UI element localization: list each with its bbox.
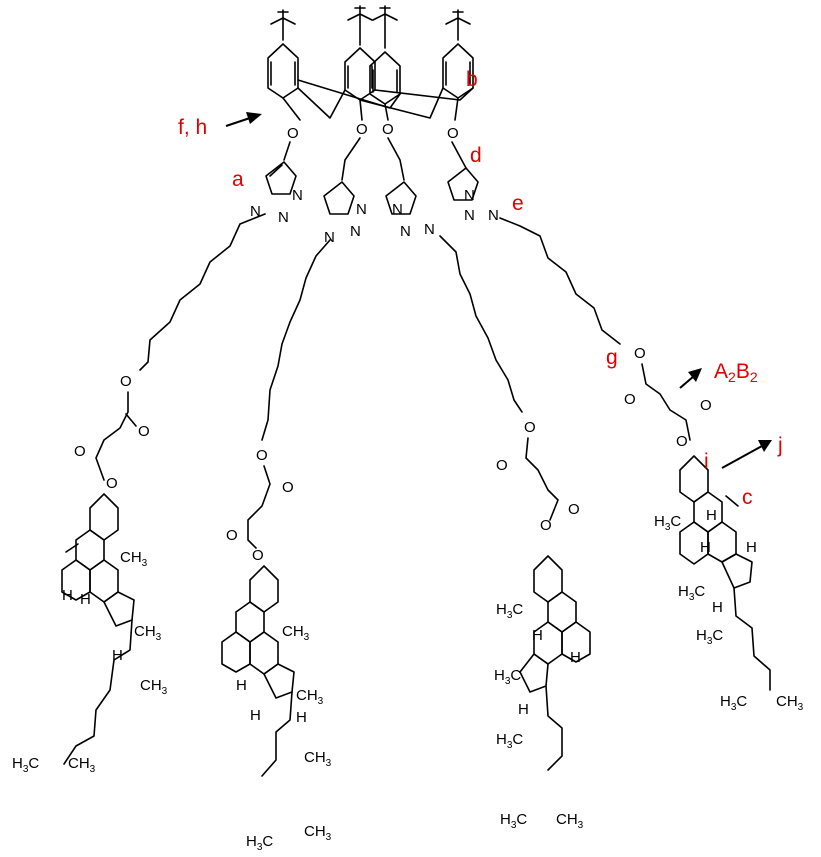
label-c: c [742, 486, 753, 509]
steroid-1-ch3-b: CH3 [134, 623, 162, 643]
ester-o-3a: O [524, 419, 536, 436]
ester-o-3c: O [568, 501, 580, 518]
ester-o-2c: O [226, 527, 238, 544]
arrow-j-head [758, 440, 772, 452]
steroid-3 [519, 555, 591, 771]
triazole-n-a3: N [250, 203, 261, 220]
ether-oxygen-3: O [382, 121, 394, 138]
ester-o-3b: O [496, 457, 508, 474]
steroid-1-h-b: H [80, 591, 91, 608]
steroid-3-h-a: H [532, 627, 543, 644]
triazole-n-b2: N [350, 223, 361, 240]
steroid-2-h-c: H [296, 709, 307, 726]
ester-o-1b: O [138, 423, 150, 440]
ester-o-4d: O [676, 433, 688, 450]
steroid-1-h-a: H [62, 587, 73, 604]
ester-o-4b: O [624, 391, 636, 408]
ester-o-4a: O [634, 345, 646, 362]
steroid-4-h-b: H [700, 539, 711, 556]
triazole-n-d1: N [464, 187, 475, 204]
steroid-4-h-d: H [712, 599, 723, 616]
label-a2b2: A2B2 [714, 360, 758, 385]
triazole-n-d2: N [464, 207, 475, 224]
steroid-3-h3c-d: H3C [500, 811, 527, 831]
arrow-f-h-head [246, 112, 262, 124]
steroid-4-ch3-d: CH3 [776, 693, 804, 713]
annotation-arrows [225, 112, 772, 469]
ester-o-2b: O [282, 479, 294, 496]
arrow-a2b2 [679, 375, 695, 389]
steroid-3-h3c-b: H3C [494, 667, 521, 687]
steroid-1 [61, 493, 135, 765]
label-e: e [512, 192, 524, 215]
ester-o-3d: O [540, 517, 552, 534]
triazole-n-a2: N [278, 209, 289, 226]
steroid-2-ch3-a: CH3 [282, 623, 310, 643]
steroid-1-h-c: H [112, 647, 123, 664]
steroid-4-h3c-c: H3C [696, 627, 723, 647]
ether-oxygen-2: O [356, 121, 368, 138]
arrow-j [721, 445, 763, 469]
steroid-4-h-c: H [746, 539, 757, 556]
steroid-3-h-c: H [518, 701, 529, 718]
ether-oxygen-4: O [447, 125, 459, 142]
label-f-h: f, h [178, 116, 207, 139]
steroid-4-h-a: H [706, 507, 717, 524]
ester-o-4c: O [700, 397, 712, 414]
triazole-n-c1: N [392, 201, 403, 218]
triazole-rings: N N N N N N N N N N N N [250, 161, 499, 246]
triazole-n-b3: N [324, 229, 335, 246]
steroid-2-ch3-b: CH3 [296, 687, 324, 707]
triazole-n-c2: N [400, 223, 411, 240]
steroid-2-h3c: H3C [246, 833, 273, 853]
tert-butyl-groups [270, 5, 471, 49]
assignment-labels: f, h a b d e g A2B2 i c j [178, 68, 783, 509]
succinate-linkers: O O O O O O O O O O O O O O O O [74, 345, 712, 564]
label-b: b [466, 68, 478, 91]
steroid-4 [679, 455, 771, 691]
oxymethylene-links [283, 137, 467, 181]
steroid-2-h-b: H [250, 707, 261, 724]
triazole-n-a1: N [292, 187, 303, 204]
steroid-2-ch3-d: CH3 [304, 823, 332, 843]
label-i: i [704, 450, 709, 473]
label-d: d [470, 144, 482, 167]
arrow-f-h [225, 117, 251, 127]
label-a: a [232, 168, 244, 191]
triazole-n-c3: N [424, 221, 435, 238]
steroid-3-h-b: H [570, 649, 581, 666]
label-j: j [777, 434, 783, 457]
aromatic-rings [267, 43, 474, 105]
steroid-2-ch3-c: CH3 [304, 749, 332, 769]
steroid-3-h3c-c: H3C [496, 731, 523, 751]
steroid-1-ch3-a: CH3 [120, 549, 148, 569]
steroid-4-h3c-d: H3C [720, 693, 747, 713]
steroid-1-h3c: H3C [12, 755, 39, 775]
ester-o-2d: O [252, 547, 264, 564]
calixarene-core: O O O O [267, 5, 474, 181]
steroid-2-h-a: H [236, 677, 247, 694]
steroid-3-ch3-d: CH3 [556, 811, 584, 831]
steroid-4-h3c-b: H3C [678, 583, 705, 603]
steroid-1-ch3-d: CH3 [68, 755, 96, 775]
ester-o-1d: O [106, 475, 118, 492]
ester-o-1c: O [74, 443, 86, 460]
label-g: g [606, 346, 618, 369]
steroid-4-h3c-a: H3C [654, 513, 681, 533]
methylene-bridges [282, 79, 474, 121]
cholesteryl-units: CH3 CH3 CH3 H H H H3C CH3 CH3 CH3 CH3 H … [12, 455, 804, 853]
steroid-3-h3c-a: H3C [496, 601, 523, 621]
ether-oxygen-1: O [287, 125, 299, 142]
steroid-2 [221, 565, 295, 777]
triazole-n-b1: N [356, 201, 367, 218]
triazole-n-d3: N [488, 207, 499, 224]
arrow-a2b2-head [688, 368, 702, 382]
ester-o-2a: O [256, 447, 268, 464]
ester-o-1a: O [120, 373, 132, 390]
alkyl-chains [139, 213, 621, 441]
steroid-1-ch3-c: CH3 [140, 677, 168, 697]
